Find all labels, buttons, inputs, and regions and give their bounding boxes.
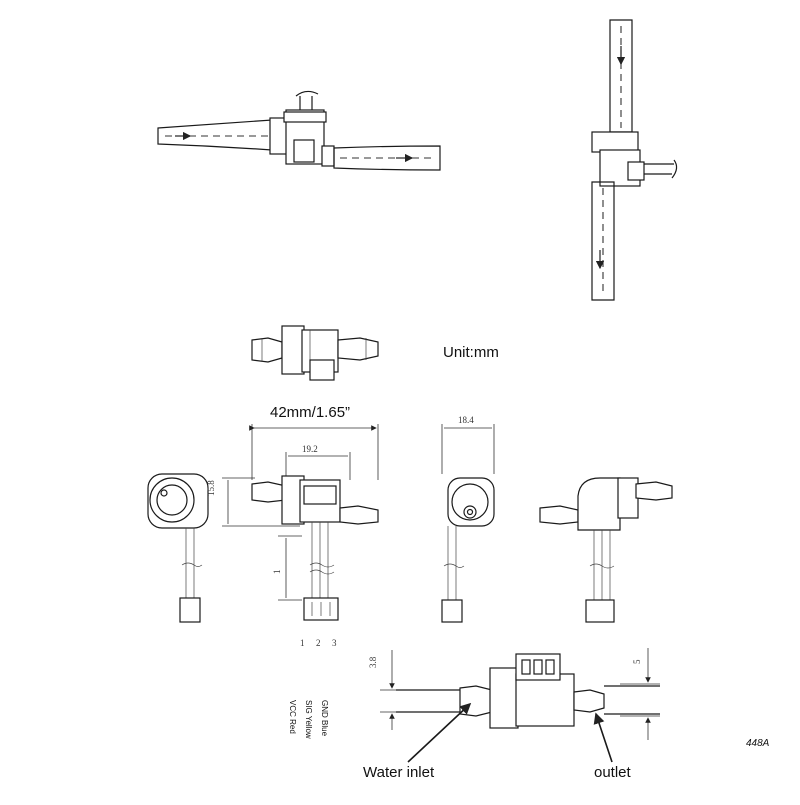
pump-end-view bbox=[441, 424, 495, 623]
water-inlet-label: Water inlet bbox=[363, 764, 435, 781]
pin-3-label: GND Blue bbox=[320, 700, 329, 737]
dim-3-8-label: 3.8 bbox=[368, 656, 378, 668]
dim-19-2-label: 19.2 bbox=[302, 444, 318, 454]
pin-1-number: 1 bbox=[300, 638, 305, 648]
unit-label: Unit:mm bbox=[443, 344, 499, 361]
outlet-label: outlet bbox=[594, 764, 631, 781]
dim-5-label: 5 bbox=[632, 659, 642, 665]
horizontal-assembly-view bbox=[157, 90, 441, 171]
pin-1-label: VCC Red bbox=[288, 700, 297, 734]
length-dimension-label: 42mm/1.65” bbox=[270, 404, 351, 421]
dim-15-8-label: 15.8 bbox=[206, 480, 216, 496]
pump-right-side-view bbox=[539, 477, 673, 623]
dim-1-label: 1 bbox=[272, 569, 282, 575]
pump-left-side-view bbox=[147, 473, 209, 623]
pin-3-number: 3 bbox=[332, 638, 337, 648]
inlet-outlet-assembly bbox=[380, 648, 660, 763]
pump-top-view bbox=[251, 325, 379, 381]
pin-2-label: SIG Yellow bbox=[304, 700, 313, 739]
dim-18-4-label: 18.4 bbox=[458, 415, 474, 425]
pin-2-number: 2 bbox=[316, 638, 321, 648]
pump-front-view bbox=[222, 424, 379, 621]
drawing-code-label: 448A bbox=[746, 738, 770, 749]
vertical-assembly-view bbox=[591, 19, 678, 301]
